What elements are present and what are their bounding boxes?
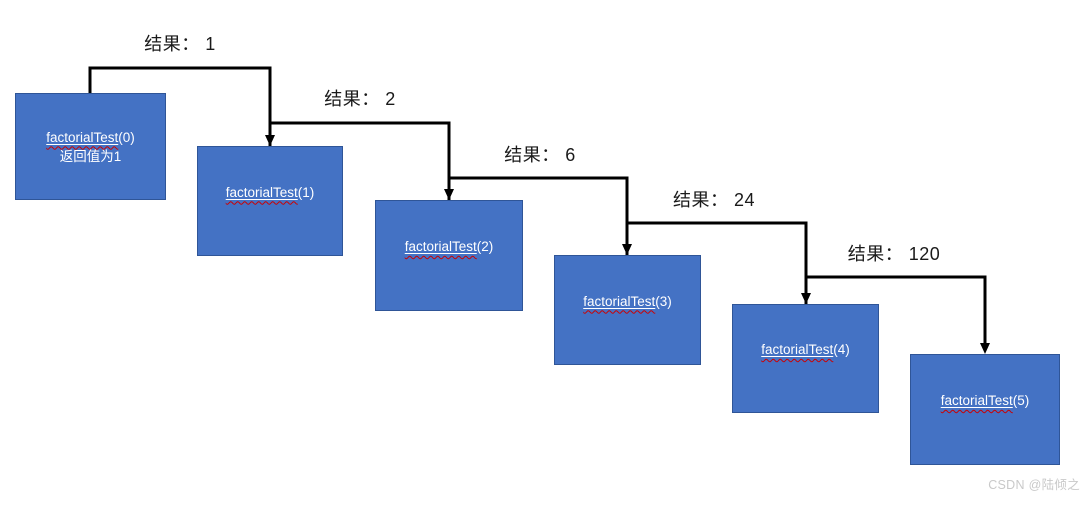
call-box-title: factorialTest(5) <box>941 391 1030 410</box>
call-box-factorialTest-4: factorialTest(4) <box>732 304 879 413</box>
result-label-5: 结果： 120 <box>847 244 941 264</box>
function-name: factorialTest <box>404 239 477 254</box>
result-label-3: 结果： 6 <box>504 145 576 165</box>
function-arg: (3) <box>655 293 672 309</box>
function-name: factorialTest <box>225 184 298 200</box>
function-name: factorialTest <box>940 393 1013 408</box>
function-arg: (1) <box>297 184 315 200</box>
call-box-title: factorialTest(0) <box>46 128 135 147</box>
call-box-title: factorialTest(1) <box>226 183 315 202</box>
csdn-watermark: CSDN @陆倾之 <box>988 478 1080 492</box>
function-arg: (0) <box>118 129 135 145</box>
result-label-4: 结果： 24 <box>672 190 756 210</box>
call-box-factorialTest-2: factorialTest(2) <box>375 200 523 311</box>
function-name: factorialTest <box>583 293 656 309</box>
call-box-factorialTest-3: factorialTest(3) <box>554 255 701 365</box>
function-arg: (4) <box>833 342 850 357</box>
result-label-1: 结果： 1 <box>144 34 216 54</box>
call-box-title: factorialTest(3) <box>583 292 672 311</box>
call-box-title: factorialTest(2) <box>405 237 494 256</box>
call-box-factorialTest-1: factorialTest(1) <box>197 146 343 256</box>
function-name: factorialTest <box>46 129 119 145</box>
return-value-note: 返回值为1 <box>59 148 122 164</box>
call-box-factorialTest-5: factorialTest(5) <box>910 354 1060 465</box>
call-box-title: factorialTest(4) <box>761 340 850 359</box>
result-label-2: 结果： 2 <box>324 89 396 109</box>
call-box-factorialTest-0: factorialTest(0) 返回值为1 <box>15 93 166 200</box>
function-name: factorialTest <box>761 342 834 357</box>
function-arg: (5) <box>1012 393 1030 408</box>
function-arg: (2) <box>476 239 494 254</box>
